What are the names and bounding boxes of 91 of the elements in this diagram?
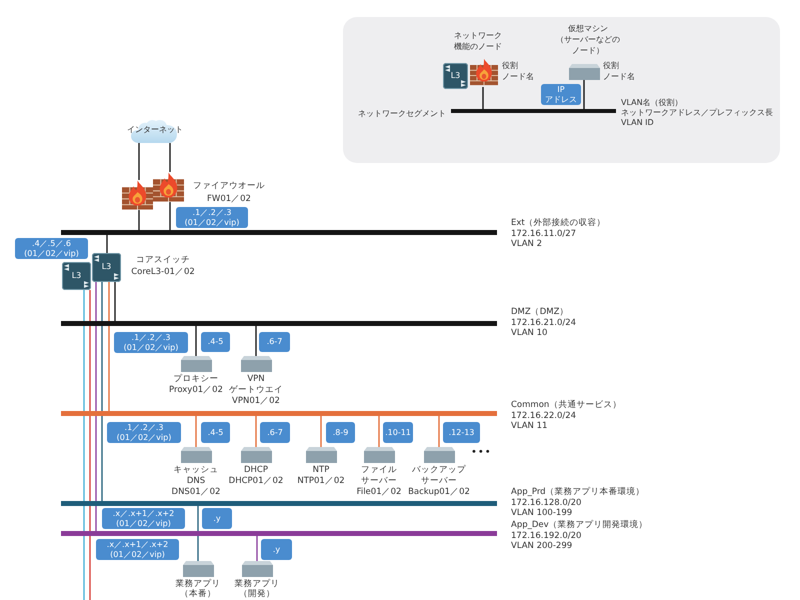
ip-address-tag: .x／.x+1／.x+2 (01／02／vip) bbox=[96, 539, 179, 560]
vlan-id: VLAN 200-299 bbox=[511, 541, 572, 552]
ip-address-tag: .4／.5／.6 (01／02／vip) bbox=[15, 238, 88, 259]
link-line bbox=[438, 416, 440, 447]
vlan-id: VLAN 2 bbox=[511, 239, 542, 250]
role-label: DHCP bbox=[243, 465, 269, 476]
segment-name: DMZ（DMZ） bbox=[511, 307, 568, 318]
ip-address-tag: .y bbox=[202, 508, 232, 529]
legend-label: ネットワークセグメント bbox=[358, 108, 446, 119]
link-line bbox=[255, 416, 257, 447]
link-line bbox=[138, 143, 140, 180]
legend-label: 役割 bbox=[603, 60, 619, 71]
ip-address-tag: .4-5 bbox=[201, 332, 230, 352]
ip-address-tag: .6-7 bbox=[260, 422, 290, 443]
ip-address-tag: .1／.2／.3 (01／02／vip) bbox=[107, 422, 181, 443]
node-name-label: DNS01／02 bbox=[170, 487, 222, 498]
switch-label: L3 bbox=[72, 270, 82, 280]
link-line bbox=[169, 143, 171, 172]
legend-label: VLAN名（役割） bbox=[621, 97, 683, 108]
ip-address-tag: .y bbox=[261, 539, 292, 560]
firewall-icon bbox=[122, 180, 153, 210]
node-name-label: FW01／02 bbox=[207, 193, 251, 206]
legend-label: ネットワーク機能のノード bbox=[453, 30, 503, 52]
node-name-label: Proxy01／02 bbox=[168, 385, 224, 396]
link-line bbox=[106, 235, 108, 253]
node-label: インターネット bbox=[127, 125, 183, 135]
ip-address-tag: .12-13 bbox=[443, 422, 480, 443]
l3-switch bbox=[92, 253, 121, 282]
role-label: コアスイッチ bbox=[136, 254, 190, 266]
role-label: プロキシー bbox=[172, 374, 220, 385]
link-line bbox=[138, 210, 140, 230]
segment-name: App_Dev（業務アプリ開発環境） bbox=[511, 520, 648, 530]
node-name-label: DHCP01／02 bbox=[228, 476, 284, 487]
role-label: バックアップサーバー bbox=[411, 465, 467, 487]
legend-label: ノード名 bbox=[603, 71, 635, 82]
link-line bbox=[108, 282, 110, 411]
link-line bbox=[256, 536, 258, 561]
link-line bbox=[169, 202, 171, 230]
node-name-label: Backup01／02 bbox=[407, 487, 471, 498]
vlan-id: VLAN 11 bbox=[511, 421, 548, 432]
vlan-id: VLAN 10 bbox=[511, 328, 548, 338]
l3-switch bbox=[62, 262, 91, 290]
node-name-label: File01／02 bbox=[356, 487, 402, 498]
node-name-label: NTP01／02 bbox=[296, 476, 346, 487]
role-label: 業務アプリ（本番） bbox=[174, 579, 222, 599]
role-label: ファイルサーバー bbox=[360, 465, 398, 487]
segment-name: App_Prd（業務アプリ本番環境） bbox=[511, 487, 645, 498]
ip-address-tag: .4-5 bbox=[201, 422, 230, 443]
ip-address-tag: .x／.x+1／.x+2 (01／02／vip) bbox=[102, 508, 185, 529]
link-line bbox=[101, 282, 103, 501]
legend-label: 仮想マシン bbox=[568, 23, 608, 34]
ip-address-tag: .8-9 bbox=[326, 422, 355, 443]
link-line bbox=[83, 290, 85, 600]
legend-label: 役割 bbox=[502, 60, 518, 71]
network-address: 172.16.192.0/20 bbox=[511, 530, 582, 541]
link-line bbox=[114, 282, 116, 321]
ip-address-tag: .6-7 bbox=[259, 332, 290, 352]
link-line bbox=[320, 416, 322, 447]
legend-label: ネットワークアドレス／プレフィックス長 bbox=[621, 107, 773, 118]
link-line bbox=[195, 416, 197, 447]
network-address: 172.16.11.0/27 bbox=[511, 228, 576, 239]
segment-name: Ext（外部接続の収容） bbox=[511, 218, 606, 228]
node-name-label: CoreL3-01／02 bbox=[131, 266, 195, 278]
link-line bbox=[95, 282, 97, 531]
link-line bbox=[195, 326, 197, 356]
link-line bbox=[89, 290, 91, 600]
role-label: NTP bbox=[312, 465, 330, 476]
ip-address-tag: .1／.2／.3 (01／02／vip) bbox=[114, 332, 188, 353]
role-label: 業務アプリ（開発） bbox=[234, 579, 280, 599]
vlan-id: VLAN 100-199 bbox=[511, 508, 572, 518]
role-label: VPN ゲートウエイ bbox=[228, 374, 284, 396]
link-line bbox=[197, 506, 199, 561]
switch-label: L3 bbox=[450, 70, 460, 80]
legend-label: ノード名 bbox=[502, 71, 534, 82]
legend-label: VLAN ID bbox=[621, 117, 654, 128]
ip-address-tag: .10-11 bbox=[383, 422, 413, 443]
node-name-label: VPN01／02 bbox=[231, 396, 281, 407]
firewall-icon bbox=[153, 172, 184, 202]
link-line bbox=[378, 416, 380, 447]
switch-label: L3 bbox=[102, 262, 112, 272]
role-label: キャッシュDNS bbox=[172, 465, 220, 487]
role-label: ファイアウオール bbox=[193, 180, 265, 193]
link-line bbox=[255, 326, 257, 356]
segment-name: Common（共通サービス） bbox=[511, 400, 622, 410]
network-address: 172.16.128.0/20 bbox=[511, 498, 582, 508]
ip-address-tag: .1／.2／.3 (01／02／vip) bbox=[176, 207, 248, 228]
network-address: 172.16.21.0/24 bbox=[511, 318, 576, 328]
legend-label: （サーバーなどのノード） bbox=[555, 34, 621, 56]
ip-address-tag: IP アドレス bbox=[541, 84, 581, 105]
network-address: 172.16.22.0/24 bbox=[511, 410, 576, 421]
more-indicator: ••• bbox=[471, 447, 492, 459]
